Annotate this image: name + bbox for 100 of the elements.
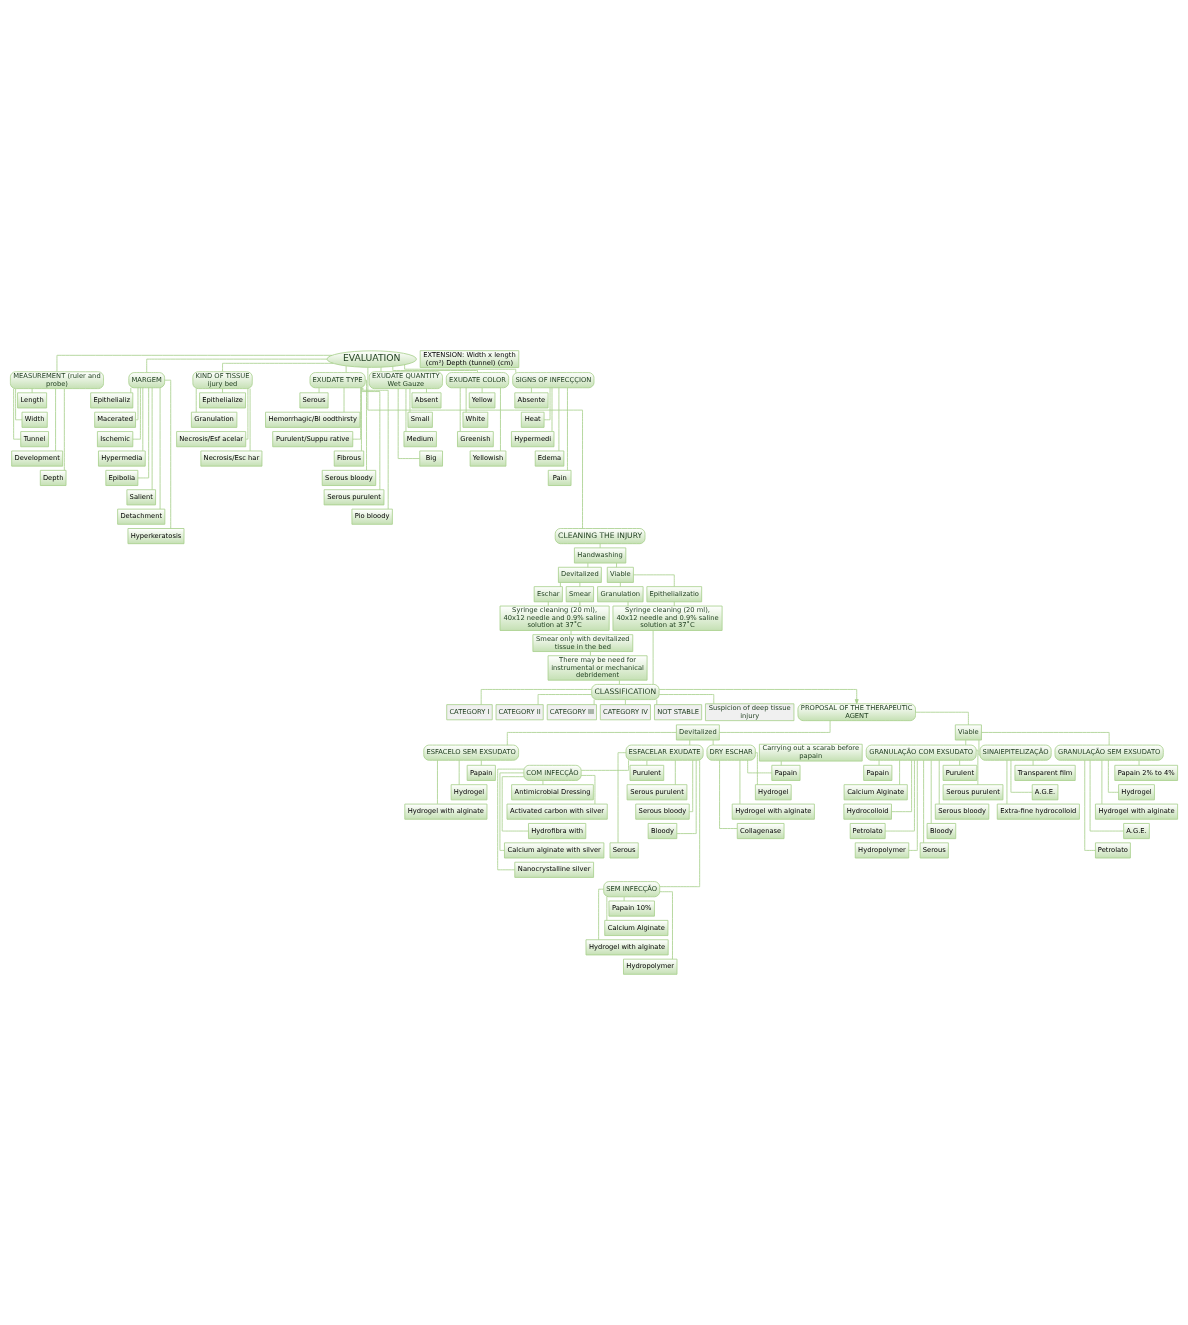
connector — [978, 739, 981, 756]
connector — [551, 387, 553, 432]
connector — [1138, 759, 1140, 766]
connector — [1101, 759, 1103, 805]
connector — [465, 387, 467, 413]
connector — [146, 358, 328, 373]
connector — [497, 768, 525, 871]
connector — [318, 387, 320, 394]
connector — [55, 388, 56, 452]
connector — [459, 387, 461, 432]
connector — [899, 759, 900, 786]
connector — [151, 387, 153, 491]
connector — [142, 387, 144, 452]
connector — [923, 759, 925, 844]
connector — [617, 752, 627, 844]
connector — [981, 732, 1110, 746]
connector — [392, 366, 478, 373]
connector — [930, 759, 932, 824]
connector — [712, 739, 714, 746]
connector — [558, 387, 560, 452]
connector — [164, 379, 172, 529]
connector — [908, 759, 918, 851]
connector — [689, 739, 691, 746]
connector — [616, 562, 617, 568]
connector — [222, 388, 223, 394]
connector — [975, 749, 979, 785]
connector — [499, 772, 525, 851]
connector — [409, 388, 411, 413]
connector — [673, 601, 675, 607]
connector — [755, 752, 758, 786]
connector — [345, 365, 347, 373]
connector — [480, 759, 482, 766]
connector — [437, 759, 438, 805]
connector — [397, 388, 421, 459]
connector — [915, 711, 969, 726]
connector — [676, 759, 697, 834]
connector — [506, 732, 677, 746]
connector — [1084, 759, 1096, 851]
connector — [959, 759, 961, 766]
connector — [719, 759, 738, 829]
connector — [364, 379, 367, 471]
arrow — [658, 689, 859, 705]
connector — [547, 601, 549, 607]
connector — [343, 387, 345, 413]
connector — [501, 776, 529, 832]
connector — [884, 759, 915, 832]
connector — [560, 582, 561, 588]
connector — [633, 574, 675, 587]
connector — [543, 387, 551, 421]
connector — [593, 699, 595, 705]
connector — [567, 387, 568, 471]
node-ellipse: EVALUATION — [326, 350, 417, 368]
connector — [965, 739, 967, 746]
connector — [137, 387, 150, 479]
connector — [659, 891, 673, 960]
connector — [579, 601, 581, 607]
connector — [599, 543, 601, 549]
connector — [537, 694, 593, 706]
connector — [500, 387, 501, 452]
connector — [656, 699, 658, 705]
connector — [1006, 759, 1008, 805]
connector — [542, 780, 544, 786]
connector — [426, 388, 427, 394]
connector — [598, 888, 605, 941]
connector — [674, 759, 676, 786]
connector — [352, 387, 362, 440]
connector — [222, 362, 334, 372]
connector — [362, 387, 389, 510]
connector — [135, 387, 139, 421]
connector — [623, 896, 625, 902]
connector — [405, 388, 407, 432]
connector — [249, 388, 251, 452]
connector — [15, 388, 23, 421]
connector — [747, 759, 773, 774]
connector — [31, 388, 33, 394]
connector — [245, 388, 249, 440]
connector — [580, 775, 596, 805]
connector — [580, 759, 629, 771]
connector — [658, 694, 715, 705]
connector — [361, 387, 362, 452]
connector — [404, 364, 517, 373]
connector — [380, 366, 382, 373]
connector — [132, 387, 141, 440]
connector — [13, 388, 22, 440]
connector — [361, 387, 381, 491]
connector — [56, 354, 333, 373]
connector — [590, 651, 591, 657]
connector — [627, 601, 629, 607]
connector — [130, 387, 132, 394]
connector — [570, 630, 572, 635]
connector — [652, 630, 654, 685]
connector — [579, 582, 581, 588]
connector — [624, 699, 626, 705]
connector — [938, 759, 940, 805]
connector — [646, 759, 648, 766]
connector — [1010, 759, 1033, 793]
connector — [195, 388, 197, 413]
connector — [739, 759, 741, 805]
connector — [1089, 759, 1124, 832]
connector — [531, 387, 532, 394]
